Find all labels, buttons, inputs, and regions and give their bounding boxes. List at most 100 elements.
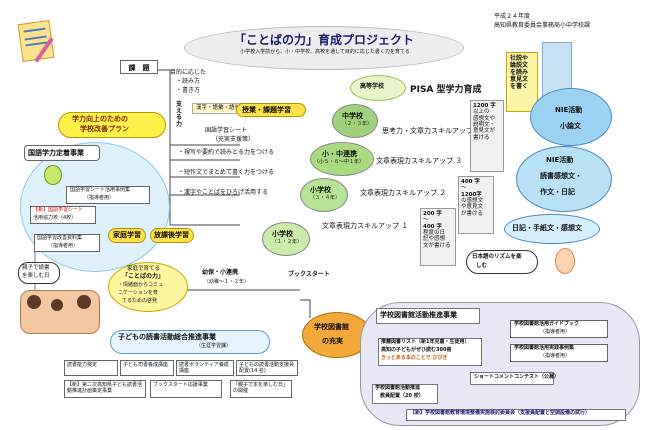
vocab-label: 漢字・語彙・語句 — [196, 105, 241, 111]
lower-elem-label: 小学校 — [272, 230, 293, 238]
count-1200-l3: 感想文や — [473, 115, 496, 122]
school-plan-line1: 学力向上のための — [72, 115, 128, 123]
count-1200-l2: 以上の — [473, 109, 490, 116]
left-box-3 — [34, 234, 100, 252]
library-guide-sub: （指導者用） — [540, 329, 571, 335]
left-box-1-sub: （指導者用） — [84, 195, 115, 201]
lower-elem-arrow-label: 文章表現力スキルアップ １ — [322, 222, 409, 230]
left-box-1-title: 国語学習シート活用事例集 — [70, 187, 131, 193]
school-plan-line2: 学校改善プラン — [80, 125, 129, 133]
rhythm-bubble — [466, 250, 538, 274]
nie-2-ellipse — [516, 146, 612, 212]
skill-item-3: ・漢字やことばをひろげ活用する — [178, 189, 269, 196]
rhythm-line2: しむ — [476, 263, 488, 269]
preschool-line5: てるための啓発 — [122, 298, 158, 304]
promo-box-2: 子ども司書養成講座 — [120, 360, 174, 376]
nie-1-ellipse — [530, 88, 612, 146]
elem-arrow-label: 文章表現力スキルアップ ２ — [360, 189, 447, 197]
count-400-l2: ～ — [461, 185, 467, 192]
count-200-l2: ～ — [423, 217, 429, 224]
library-teacher-l1: 学校図書館活動推進 — [375, 385, 421, 391]
promo-box-1: 読書能力検定 — [64, 360, 118, 376]
count-1200-l6: 書ける — [473, 134, 490, 141]
jhs-label: 中学校 — [342, 112, 363, 120]
rhythm-line1: 日本語のリズムを楽 — [472, 254, 522, 260]
high-school-ellipse — [350, 75, 406, 101]
parent-child-line1: 親子で読書 — [22, 265, 50, 271]
nie-2-label: NIE活動 — [546, 156, 574, 164]
nie-2-sub2: 作文・日記 — [540, 188, 575, 196]
lesson-study-label: 授業・課題学習 — [242, 106, 291, 114]
count-400-l1: 400 字 — [461, 179, 480, 185]
library-title: 学校図書館活動推進事業 — [380, 311, 457, 319]
editorial-l5: を書く — [510, 82, 529, 90]
renkei-arrow-label: 文章表現力スキルアップ ３ — [376, 157, 463, 165]
library-contest-label: ショートコメントコンテスト（公募） — [474, 374, 560, 380]
renkei-label: 小・中連携 — [322, 150, 357, 158]
preschool-line3: ・情緒面からコミュ — [118, 282, 164, 288]
parent-child-bubble — [18, 262, 60, 284]
header-date: 平成２４年度 — [494, 13, 531, 20]
library-circle-line1: 学校図書館 — [314, 323, 349, 331]
preschool-line1: 家庭で育てる — [127, 266, 161, 272]
library-cases-title: 学校図書館活用実践事例集 — [514, 345, 575, 351]
elem-ellipse — [300, 178, 348, 212]
count-1200-l1: 1200 字 — [473, 103, 496, 109]
promo-box-6: ブックスタート応援事業 — [150, 380, 222, 398]
library-teacher-l2: 教員配置（20 校） — [380, 393, 424, 399]
owl-icon — [44, 165, 62, 185]
home-study-label: 家庭学習 — [113, 231, 141, 239]
left-box-3-sub: （指導者用） — [48, 243, 79, 249]
note-sub: （充実支援策） — [212, 136, 255, 143]
issues-item-1: 目的に応じた — [170, 69, 207, 76]
library-guide-box — [510, 320, 608, 338]
reading-promo-pill — [110, 330, 270, 354]
editorial-l4: 意見文 — [510, 75, 529, 83]
pisa-label: PISA 型学力育成 — [410, 85, 482, 95]
promo-box-7: 「親子で本を楽しむ日」の開催 — [230, 380, 292, 398]
jhs-grade: （２・３年） — [342, 121, 373, 127]
library-circle-line2: の充実 — [322, 337, 343, 345]
library-contest-box — [470, 372, 554, 385]
renkei-ellipse — [310, 142, 374, 176]
count-400-box: 400 字 ～ 1200字 の感想文 や意見文 が書ける — [458, 176, 494, 234]
high-school-label: 高等学校 — [360, 83, 385, 90]
support-strength-label: 支える力 — [176, 101, 183, 128]
left-box-3-title: 国語学習改善資料集 — [37, 235, 83, 241]
youshou-label: 幼保・小連携 — [202, 269, 239, 276]
lesson-study-pill — [236, 103, 306, 117]
elem-grade: （３・４年） — [310, 195, 341, 201]
library-title-box — [376, 308, 480, 324]
count-400-l6: が書ける — [461, 210, 484, 217]
kokugo-title: 国語学力定着事業 — [28, 149, 84, 157]
child-icon — [555, 248, 575, 274]
editorial-l1: 社説や — [510, 55, 529, 62]
jhs-arrow-label: 思考力・文章力スキルアップ — [382, 127, 473, 135]
count-200-box: 200 字 ～ 400 字 程度の日 記や感想 文が書ける — [420, 208, 456, 266]
after-school-label: 放課後学習 — [154, 231, 189, 239]
page-title: 「ことばの力」育成プロジェクト — [233, 33, 414, 47]
elem-label: 小学校 — [310, 186, 331, 194]
diary-ellipse — [504, 214, 600, 244]
kokugo-box — [24, 145, 100, 161]
page-subtitle: 小学校入学前から、小・中学校、高校を通して目的に応じた書く力を育てる — [240, 49, 410, 55]
library-list-l3: きっとある本のことで ひびき — [381, 355, 448, 361]
editorial-l2: 論説文 — [510, 61, 529, 69]
editorial-box: 社説や 論説文 を読み 意見文 を書く — [506, 52, 538, 112]
promo-box-5: 【新】第二次高知県子ども読書活動推進計画策定事業 — [64, 380, 146, 398]
editorial-l3: を読み — [510, 68, 529, 76]
renkei-grade: （小５・６～中１年） — [314, 159, 365, 165]
nie-2-sub1: 読書感想文・ — [540, 172, 582, 180]
library-guide-title: 学校図書館活用ガイドブック — [514, 321, 580, 327]
preschool-line4: ニケーションを育 — [118, 290, 158, 296]
issues-item-3: ・書き方 — [176, 87, 201, 94]
library-newproj-box — [406, 409, 626, 421]
count-400-l5: や意見文 — [461, 204, 484, 211]
library-cases-sub: （指導者用） — [540, 353, 571, 359]
count-200-l6: 文が書ける — [423, 242, 451, 249]
left-box-2 — [30, 206, 96, 224]
count-400-l3: 1200字 — [461, 191, 482, 198]
count-200-l4: 程度の日 — [423, 229, 446, 236]
reading-promo-sub: （生涯学習課） — [196, 343, 232, 349]
count-200-l3: 400 字 — [423, 223, 442, 230]
